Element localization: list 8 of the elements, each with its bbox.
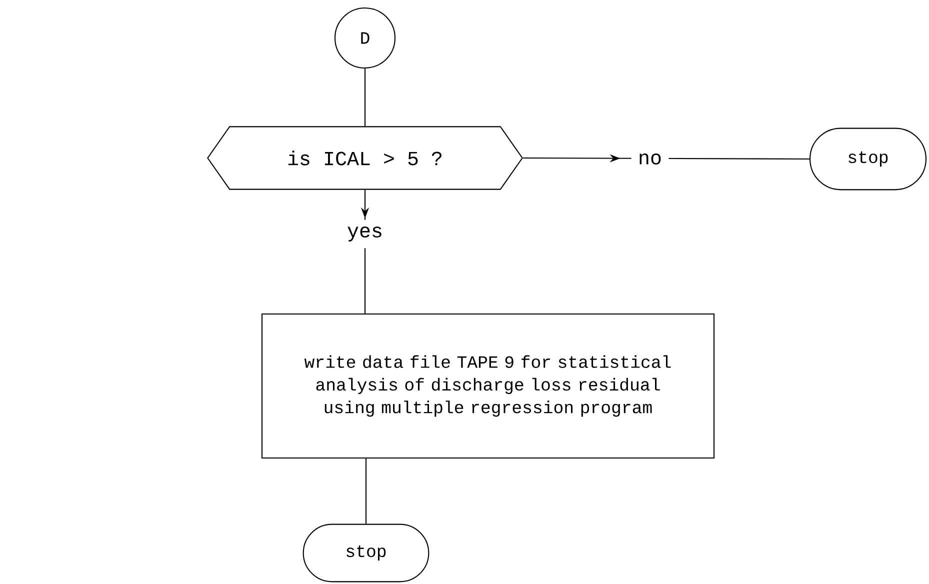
connector-line [365, 458, 367, 524]
edge-label: yes [340, 220, 390, 248]
decision-hexagon: is ICAL > 5 ? [207, 126, 523, 190]
process-box: write data file TAPE 9 for statistical analysis of discharge loss residual using multiple regression program [261, 313, 715, 459]
terminal-box: stop [809, 128, 927, 190]
terminal-box: stop [302, 524, 430, 582]
connector-line [364, 68, 366, 126]
edge-label: no [631, 146, 669, 172]
